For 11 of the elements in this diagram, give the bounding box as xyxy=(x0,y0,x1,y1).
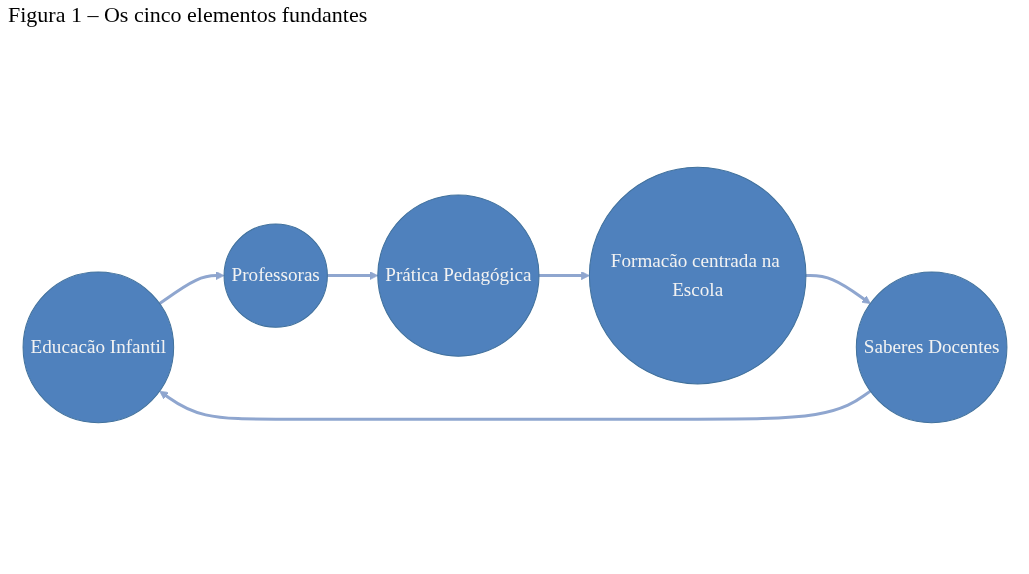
node-circle: Professoras xyxy=(223,223,328,328)
arrow xyxy=(326,271,378,281)
node-circle: Prática Pedagógica xyxy=(376,194,540,357)
node-circle: Saberes Docentes xyxy=(855,271,1007,424)
node-circle: Formacão centrada na Escola xyxy=(588,166,806,385)
arrow xyxy=(158,271,224,305)
node-circle: Educacão Infantil xyxy=(22,271,174,424)
arrow xyxy=(158,389,871,421)
arrow xyxy=(805,274,871,304)
arrow xyxy=(538,271,590,281)
figure-title: Figura 1 – Os cinco elementos fundantes xyxy=(7,1,369,29)
